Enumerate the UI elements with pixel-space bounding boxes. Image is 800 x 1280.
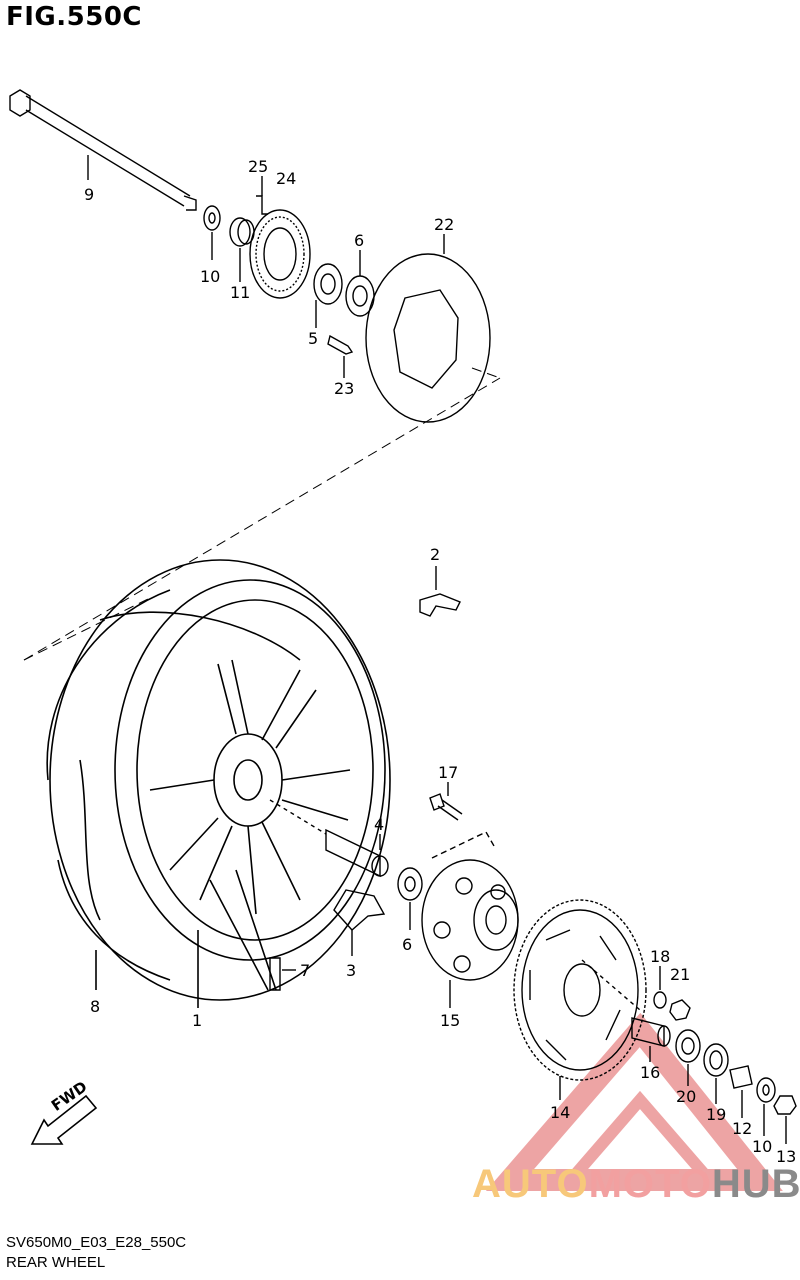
callout-2: 2 bbox=[430, 545, 440, 564]
callout-24: 24 bbox=[276, 169, 296, 188]
bearing-seal-top bbox=[313, 250, 375, 378]
figure-title: FIG.550C bbox=[6, 2, 143, 32]
callout-10-top: 10 bbox=[200, 267, 220, 286]
watermark-part-2: MOTO bbox=[588, 1162, 712, 1206]
valve-part bbox=[269, 957, 296, 991]
callout-8: 8 bbox=[90, 997, 100, 1016]
sprocket-drum-part bbox=[421, 831, 519, 1008]
callout-14: 14 bbox=[550, 1103, 570, 1122]
callout-17: 17 bbox=[438, 763, 458, 782]
callout-19: 19 bbox=[706, 1105, 726, 1124]
callout-15: 15 bbox=[440, 1011, 460, 1030]
callout-4: 4 bbox=[374, 815, 384, 834]
callout-6-top: 6 bbox=[354, 231, 364, 250]
callout-12: 12 bbox=[732, 1119, 752, 1138]
spacer-part bbox=[269, 799, 389, 878]
axle-part bbox=[9, 89, 197, 211]
brake-disc-part bbox=[365, 234, 491, 423]
tone-ring-part bbox=[249, 176, 311, 299]
callout-18: 18 bbox=[650, 947, 670, 966]
wheel-tire-assembly bbox=[46, 559, 391, 1008]
footer-code: SV650M0_E03_E28_550C bbox=[6, 1234, 187, 1251]
callout-23: 23 bbox=[334, 379, 354, 398]
clip-part bbox=[419, 566, 461, 617]
callout-10-lower: 10 bbox=[752, 1137, 772, 1156]
callout-13: 13 bbox=[776, 1147, 796, 1166]
callout-25: 25 bbox=[248, 157, 268, 176]
callout-5: 5 bbox=[308, 329, 318, 348]
callout-1: 1 bbox=[192, 1011, 202, 1030]
watermark-logo bbox=[485, 1012, 783, 1191]
sprocket-part bbox=[513, 899, 647, 1100]
guide-lines bbox=[23, 367, 501, 661]
bolt-part bbox=[429, 782, 463, 821]
watermark-part-1: AUTO bbox=[472, 1162, 589, 1206]
watermark-text: AUTOMOTOHUB bbox=[472, 1162, 800, 1207]
callout-11: 11 bbox=[230, 283, 250, 302]
watermark-part-3: HUB bbox=[711, 1162, 800, 1206]
callout-16: 16 bbox=[640, 1063, 660, 1082]
bearing-lower bbox=[397, 867, 423, 930]
footer-name: REAR WHEEL bbox=[6, 1254, 106, 1271]
callout-20: 20 bbox=[676, 1087, 696, 1106]
callout-9: 9 bbox=[84, 185, 94, 204]
callout-22: 22 bbox=[434, 215, 454, 234]
callout-7: 7 bbox=[300, 961, 310, 980]
fwd-arrow-icon bbox=[30, 1094, 98, 1145]
small-hardware-parts bbox=[631, 966, 797, 1144]
callout-labels: 9 25 24 10 11 6 22 5 23 2 17 4 6 7 3 8 1… bbox=[84, 157, 796, 1166]
callout-6-lower: 6 bbox=[402, 935, 412, 954]
washer-spacer-top bbox=[203, 205, 255, 282]
damper-part bbox=[333, 889, 386, 956]
callout-3: 3 bbox=[346, 961, 356, 980]
callout-21: 21 bbox=[670, 965, 690, 984]
